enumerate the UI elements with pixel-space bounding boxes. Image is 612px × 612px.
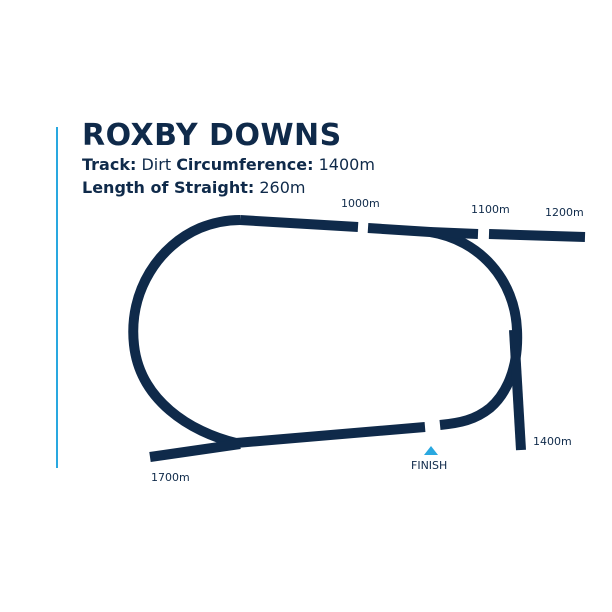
circumference-value: 1400m [318, 155, 375, 174]
finish-triangle-icon [424, 446, 438, 455]
straight-label: Length of Straight: [82, 178, 255, 197]
track-info: Track: Dirt Circumference: 1400m [82, 155, 375, 174]
finish-label: FINISH [411, 459, 448, 472]
track-left-turn [128, 215, 241, 448]
track-label: Track: [82, 155, 137, 174]
track-top-straight-a [239, 215, 359, 232]
straight-value: 260m [259, 178, 306, 197]
straight-info: Length of Straight: 260m [82, 178, 305, 197]
accent-divider [56, 127, 58, 468]
chute-top-a [429, 227, 479, 239]
chute-right [509, 329, 526, 451]
circumference-label: Circumference: [176, 155, 314, 174]
marker-1400m: 1400m [533, 435, 572, 448]
marker-1700m: 1700m [151, 471, 190, 484]
chute-top-b [488, 229, 586, 242]
page-title: ROXBY DOWNS [82, 118, 342, 153]
marker-1200m: 1200m [545, 206, 584, 219]
track-bottom-straight [235, 422, 426, 448]
track-top-straight-b [367, 223, 523, 430]
chute-left [149, 439, 241, 462]
track-value: Dirt [141, 155, 172, 174]
marker-1100m: 1100m [471, 203, 510, 216]
marker-1000m: 1000m [341, 197, 380, 210]
